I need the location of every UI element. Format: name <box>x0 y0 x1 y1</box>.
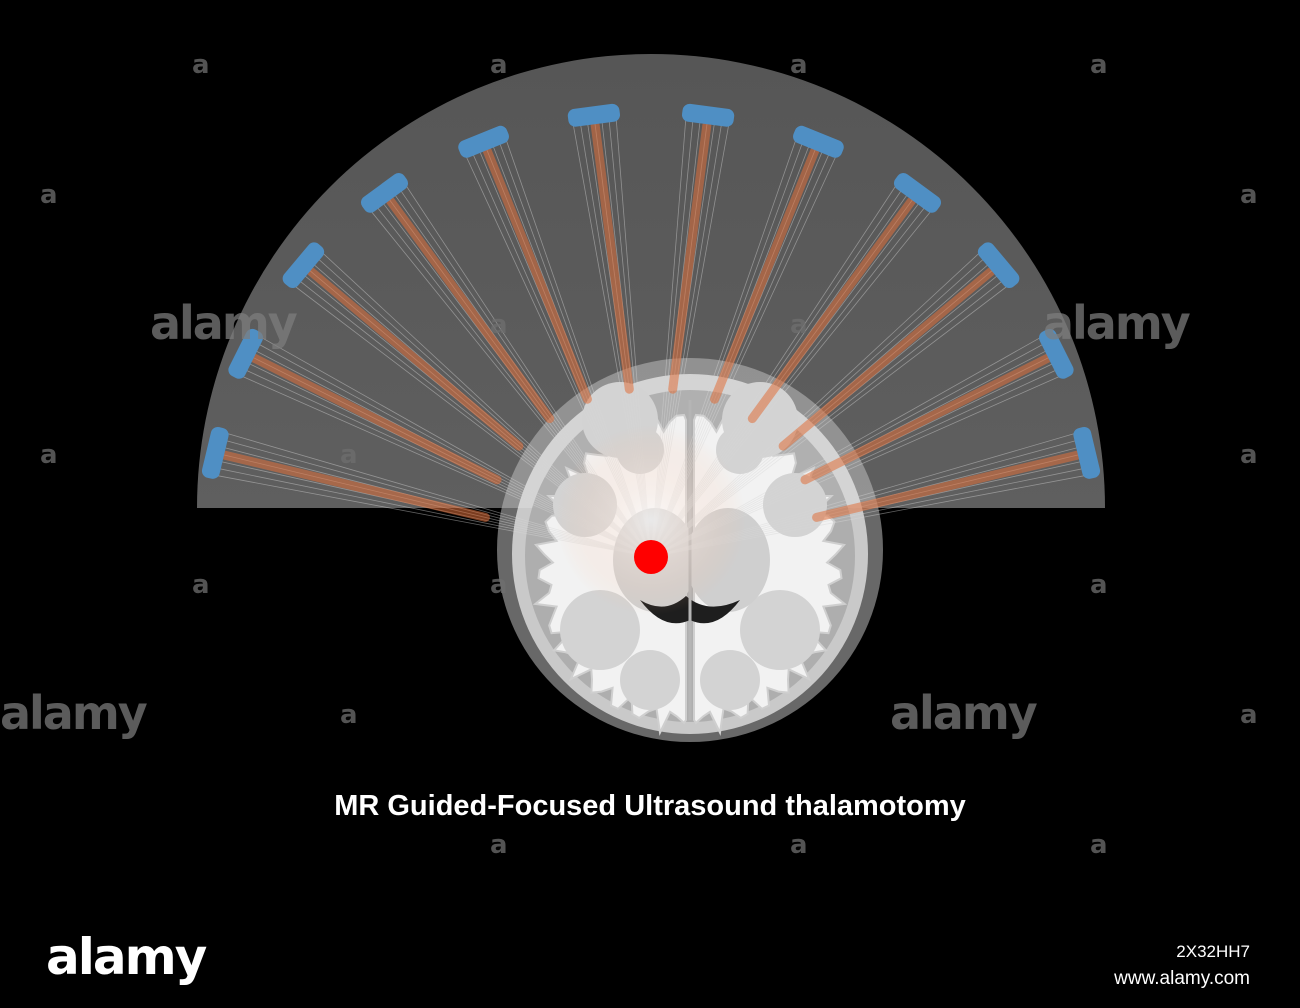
footer-image-id: 2X32HH7 <box>1176 942 1250 961</box>
beam-core <box>668 120 712 394</box>
beam-core <box>710 146 820 404</box>
transducer-element <box>1039 328 1074 379</box>
focal-glow <box>556 425 746 615</box>
watermark-word: alamy <box>890 686 1038 740</box>
watermark-glyph: a <box>490 830 508 860</box>
transducer-element <box>360 173 409 213</box>
beam-core <box>800 353 1052 485</box>
transducer-element <box>282 242 325 289</box>
watermark-glyph: a <box>40 440 58 470</box>
beam-core <box>778 267 996 451</box>
gyrus <box>700 650 760 710</box>
transducer-element <box>567 103 620 127</box>
watermark-glyph: a <box>1090 830 1108 860</box>
watermark-glyph: a <box>1090 50 1108 80</box>
footer-bar <box>0 920 1300 1008</box>
gyrus <box>763 473 827 537</box>
transducer-element <box>893 173 942 213</box>
watermark-glyph: a <box>340 700 358 730</box>
watermark-glyph: a <box>490 50 508 80</box>
transducer-element <box>793 125 844 158</box>
beam-core <box>747 196 917 424</box>
watermark-glyph: a <box>192 570 210 600</box>
watermark-glyph: a <box>1090 570 1108 600</box>
gyrus <box>740 590 820 670</box>
beam-core <box>250 353 502 485</box>
watermark-glyph: a <box>1240 700 1258 730</box>
watermark-glyph: a <box>340 440 358 470</box>
transducer-array <box>201 103 1101 479</box>
figure-caption: MR Guided-Focused Ultrasound thalamotomy <box>334 790 966 822</box>
watermark-glyph: a <box>1240 180 1258 210</box>
beam-core <box>385 196 555 424</box>
transducer-element <box>682 103 735 127</box>
transducer-helmet <box>197 54 1105 508</box>
watermark-glyph: a <box>40 180 58 210</box>
transducer-element <box>1073 426 1101 479</box>
footer-site-url: www.alamy.com <box>1114 968 1250 989</box>
gyrus <box>716 426 764 474</box>
watermark-glyph: a <box>490 310 508 340</box>
beam-core <box>812 450 1082 522</box>
gyrus <box>560 590 640 670</box>
watermark-glyph: a <box>490 570 508 600</box>
beam-core <box>482 146 592 404</box>
gyrus <box>620 650 680 710</box>
watermark-glyph: a <box>192 50 210 80</box>
watermark-glyph: a <box>1240 440 1258 470</box>
watermark-word: alamy <box>150 296 298 350</box>
beam-core <box>220 450 490 522</box>
watermark-word: alamy <box>0 686 148 740</box>
transducer-element <box>201 426 229 479</box>
beam-core <box>590 120 634 394</box>
watermark-glyph: a <box>790 50 808 80</box>
transducer-element <box>977 242 1020 289</box>
beam-core <box>306 267 524 451</box>
watermark-word: alamy <box>1043 296 1191 350</box>
transducer-element <box>228 328 263 379</box>
footer-logo: alamy <box>46 928 207 986</box>
transducer-element <box>458 125 509 158</box>
watermark-glyph: a <box>790 310 808 340</box>
focal-target <box>634 540 668 574</box>
watermark-glyph: a <box>790 830 808 860</box>
